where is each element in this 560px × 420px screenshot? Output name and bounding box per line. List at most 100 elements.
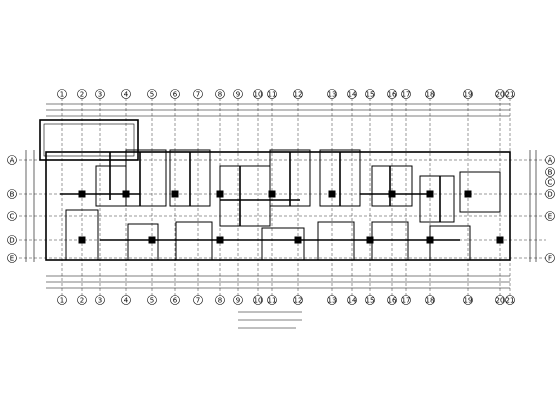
axis-bubble-bottom-label: 17 [402,296,411,304]
wall-block [261,227,305,261]
wall-block [175,221,213,261]
axis-bubble-top-label: 15 [366,90,375,98]
axis-bubble-bottom-label: 5 [150,296,154,304]
axis-bubble-right-circle [545,211,555,221]
column [216,190,224,198]
axis-bubble-bottom-label: 18 [426,296,435,304]
axis-bubble-bottom-circle [347,295,357,305]
axis-bubble-top-circle [233,89,243,99]
axis-bubble-right-label: C [548,178,553,186]
axis-bubble-right-circle [545,177,555,187]
wall-block [429,225,471,261]
axis-bubble-bottom-circle [401,295,411,305]
column [426,190,434,198]
axis-bubble-bottom-label: 14 [348,296,357,304]
axis-bubble-bottom-label: 13 [328,296,337,304]
axis-bubble-top-circle [147,89,157,99]
axis-bubble-bottom-circle [463,295,473,305]
column [294,236,302,244]
axis-bubble-left-circle [7,235,17,245]
axis-bubble-top-circle [293,89,303,99]
axis-bubble-right-circle [545,189,555,199]
axis-bubble-top-circle [365,89,375,99]
axis-bubble-top-circle [253,89,263,99]
axis-bubble-top-circle [495,89,505,99]
axis-bubble-bottom-circle [77,295,87,305]
wall-block [459,171,501,213]
axis-bubble-bottom-label: 1 [60,296,64,304]
column [328,190,336,198]
axis-bubble-top-label: 14 [348,90,357,98]
axis-bubble-bottom-label: 6 [173,296,178,304]
axis-bubble-top-circle [170,89,180,99]
axis-bubble-bottom-label: 9 [236,296,240,304]
axis-bubble-top-circle [193,89,203,99]
axis-bubble-bottom-circle [425,295,435,305]
axis-bubble-top-circle [327,89,337,99]
wall-block [127,223,159,261]
axis-bubble-bottom-circle [215,295,225,305]
wall-block [419,175,455,223]
wall-block [125,149,167,207]
axis-bubble-top-circle [57,89,67,99]
column [148,236,156,244]
axis-bubble-top-label: 10 [254,90,263,98]
axis-bubble-top-label: 1 [60,90,64,98]
axis-bubble-left-label: D [9,236,14,244]
axis-bubble-top-circle [215,89,225,99]
axis-bubble-top-label: 3 [98,90,102,98]
column [464,190,472,198]
side-dimension-lines [25,150,537,262]
column [388,190,396,198]
axis-bubble-right-label: F [548,254,552,262]
column [78,190,86,198]
column [78,236,86,244]
axis-bubble-top-label: 18 [426,90,435,98]
column [426,236,434,244]
column [496,236,504,244]
wall-block [317,221,355,261]
column [122,190,130,198]
wall-block [65,209,99,261]
axis-bubble-top-circle [267,89,277,99]
interior-structure [60,149,504,261]
axis-bubble-right-circle [545,155,555,165]
axis-bubble-bottom-circle [505,295,515,305]
axis-bubble-top-label: 8 [218,90,222,98]
axis-bubble-top-circle [387,89,397,99]
column [216,236,224,244]
axis-bubble-top-circle [425,89,435,99]
axis-bubble-top-label: 20 [496,90,505,98]
axis-bubble-right-label: D [547,190,552,198]
axis-bubble-top-label: 2 [80,90,84,98]
axis-bubble-top-circle [347,89,357,99]
axis-bubble-bottom-circle [193,295,203,305]
axis-bubble-top-label: 5 [150,90,154,98]
drawing-notes [238,311,302,329]
axis-bubble-left-circle [7,211,17,221]
axis-bubble-right-label: E [548,212,552,220]
axis-bubble-bottom-label: 20 [496,296,505,304]
axis-bubble-left-circle [7,189,17,199]
axis-bubble-top-label: 7 [196,90,200,98]
axis-bubble-top-circle [401,89,411,99]
axis-bubble-top-circle [121,89,131,99]
axis-bubble-top-label: 11 [268,90,277,98]
axis-bubble-bottom-circle [57,295,67,305]
axis-bubble-left-label: E [10,254,14,262]
wall-block [371,165,413,207]
axis-bubble-left-label: C [10,212,15,220]
axis-bubble-bottom-circle [233,295,243,305]
axis-bubble-top-label: 12 [294,90,303,98]
column [366,236,374,244]
axis-bubble-top-label: 4 [124,90,129,98]
axis-bubble-bottom-label: 11 [268,296,277,304]
axis-bubble-top-circle [463,89,473,99]
axis-bubble-bottom-label: 16 [388,296,397,304]
axis-bubble-bottom-label: 8 [218,296,222,304]
axis-bubble-top-circle [77,89,87,99]
axis-bubbles: 1122334455667788991010111112121313141415… [7,89,555,305]
axis-bubble-top-label: 21 [506,90,515,98]
top-dimension-lines [46,103,510,117]
wall-block [219,165,271,227]
